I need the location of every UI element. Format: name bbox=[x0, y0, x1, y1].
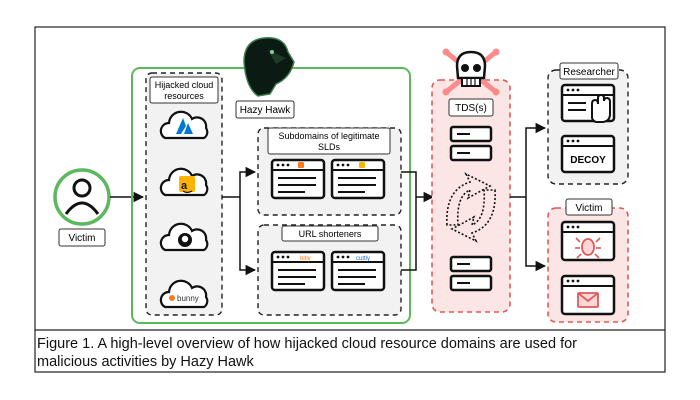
hazy-hawk-label-box bbox=[235, 100, 295, 119]
url-shorteners-title-box bbox=[281, 225, 379, 242]
browser-window-icon: cuttly bbox=[330, 250, 386, 292]
researcher-label-box bbox=[559, 62, 619, 80]
tds-label: TDS(s) bbox=[455, 103, 487, 114]
skull-icon bbox=[442, 48, 500, 96]
bug-icon bbox=[575, 237, 601, 259]
browser-window-icon bbox=[270, 158, 326, 200]
server-icon bbox=[449, 125, 493, 162]
azure-cloud-icon bbox=[159, 110, 209, 140]
shortener-2-label: cuttly bbox=[356, 256, 370, 262]
hazy-hawk-label: Hazy Hawk bbox=[240, 105, 292, 116]
bunny-cloud-icon: bunny bbox=[159, 279, 209, 309]
hand-icon bbox=[591, 93, 611, 123]
url-shorteners-group bbox=[257, 224, 402, 316]
redirect-arrows-icon bbox=[446, 172, 496, 243]
svg-text:a: a bbox=[181, 180, 188, 192]
github-cloud-icon bbox=[159, 222, 209, 252]
caption-line-2: malicious activities by Hazy Hawk bbox=[37, 354, 254, 370]
shortener-1-label: bitly bbox=[300, 256, 311, 262]
url-shorteners-title: URL shorteners bbox=[299, 229, 362, 239]
arrow-to-researcher bbox=[525, 122, 547, 197]
subdomains-title-line2: SLDs bbox=[318, 142, 341, 152]
subdomains-title-box bbox=[267, 127, 391, 155]
victim-left: Victim bbox=[53, 168, 111, 247]
hijacked-cloud-title-line2: resources bbox=[164, 91, 204, 101]
tds-label-box bbox=[448, 98, 494, 117]
browser-window-icon: bitly bbox=[270, 250, 326, 292]
figure-caption: Figure 1. A high-level overview of how h… bbox=[37, 335, 657, 371]
aws-cloud-icon: a bbox=[159, 167, 209, 197]
hijacked-cloud-title-line1: Hijacked cloud bbox=[155, 80, 214, 90]
eagle-icon bbox=[243, 37, 295, 97]
researcher-label: Researcher bbox=[563, 67, 615, 78]
victim-right-label: Victim bbox=[575, 203, 602, 214]
subdomains-title-line1: Subdomains of legitimate bbox=[278, 131, 379, 141]
hijacked-cloud-title-box bbox=[149, 76, 219, 104]
arrow-to-subdomains bbox=[239, 166, 257, 197]
figure-frame bbox=[34, 26, 666, 373]
decoy-label: DECOY bbox=[570, 155, 606, 166]
victim-left-label-box bbox=[58, 228, 106, 247]
arrow-to-victim-right bbox=[525, 197, 547, 272]
connector-boxes bbox=[401, 171, 417, 271]
caption-line-1: Figure 1. A high-level overview of how h… bbox=[37, 336, 578, 352]
browser-window-icon bbox=[330, 158, 386, 200]
victim-left-label: Victim bbox=[68, 233, 95, 244]
server-icon bbox=[449, 255, 493, 292]
envelope-icon bbox=[577, 292, 599, 308]
user-icon bbox=[64, 178, 100, 215]
arrow-to-shorteners bbox=[239, 197, 257, 276]
browser-window-icon: DECOY bbox=[560, 134, 616, 174]
victim-right-label-box bbox=[565, 198, 613, 216]
bunny-label: bunny bbox=[177, 294, 199, 303]
